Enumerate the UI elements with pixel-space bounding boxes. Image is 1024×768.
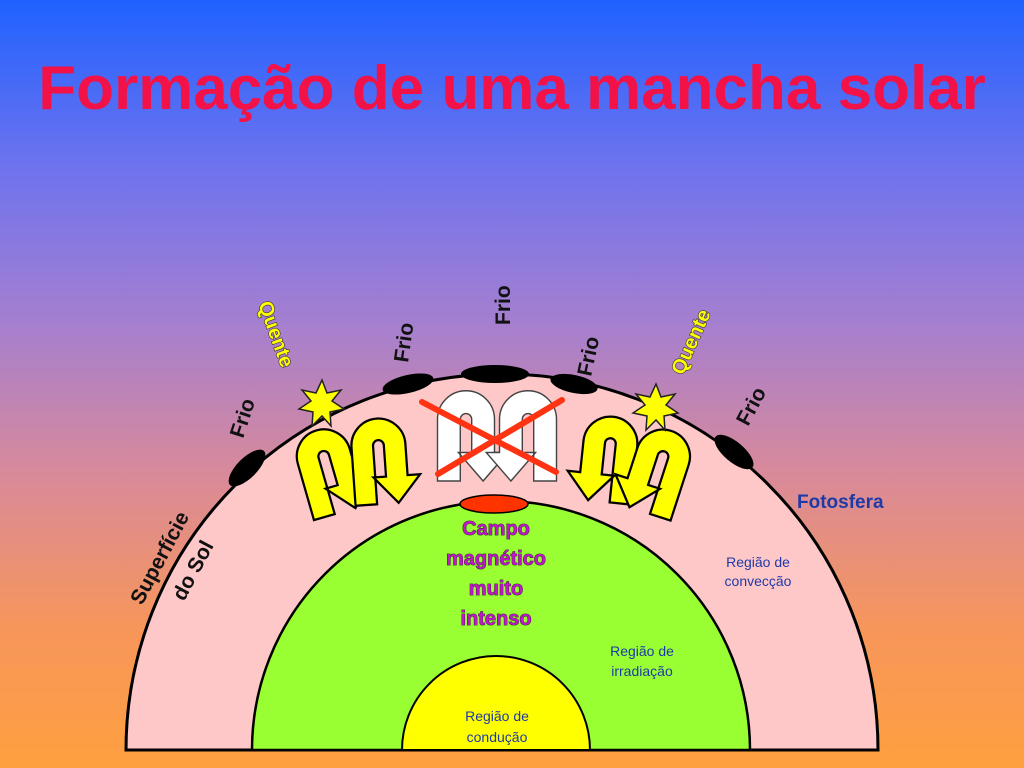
label-frio: Frio xyxy=(492,285,515,325)
sunspot xyxy=(550,373,598,395)
sunspot xyxy=(382,373,434,395)
label-conducao-line2: condução xyxy=(467,729,528,745)
sunspot xyxy=(228,449,266,487)
label-frio: Frio xyxy=(573,334,604,378)
label-campo-line3: muito xyxy=(469,578,523,600)
label-frio: Frio xyxy=(732,384,771,430)
label-frio: Frio xyxy=(226,396,260,441)
label-frio: Frio xyxy=(390,321,418,363)
magnetic-field-zone xyxy=(459,494,529,514)
label-conveccao-line2: convecção xyxy=(725,573,792,589)
label-campo-line1: Campo xyxy=(462,518,530,540)
label-campo-line4: intenso xyxy=(460,608,531,630)
label-irradiacao-line1: Região de xyxy=(610,643,674,659)
sunspot xyxy=(714,434,754,470)
hot-starburst-icon xyxy=(631,382,680,433)
hot-starburst-icon xyxy=(297,378,346,429)
label-conducao-line1: Região de xyxy=(465,708,529,724)
label-conveccao-line1: Região de xyxy=(726,554,790,570)
conduction-zone xyxy=(400,655,592,751)
label-quente: Quente xyxy=(667,306,715,378)
label-quente: Quente xyxy=(253,298,297,370)
label-fotosfera: Fotosfera xyxy=(797,492,884,513)
blocked-cross xyxy=(419,397,565,477)
label-campo-line2: magnético xyxy=(446,548,546,570)
slide-title: Formação de uma mancha solar xyxy=(38,54,986,123)
sunspot xyxy=(461,365,529,383)
label-irradiacao-line2: irradiação xyxy=(611,663,673,679)
